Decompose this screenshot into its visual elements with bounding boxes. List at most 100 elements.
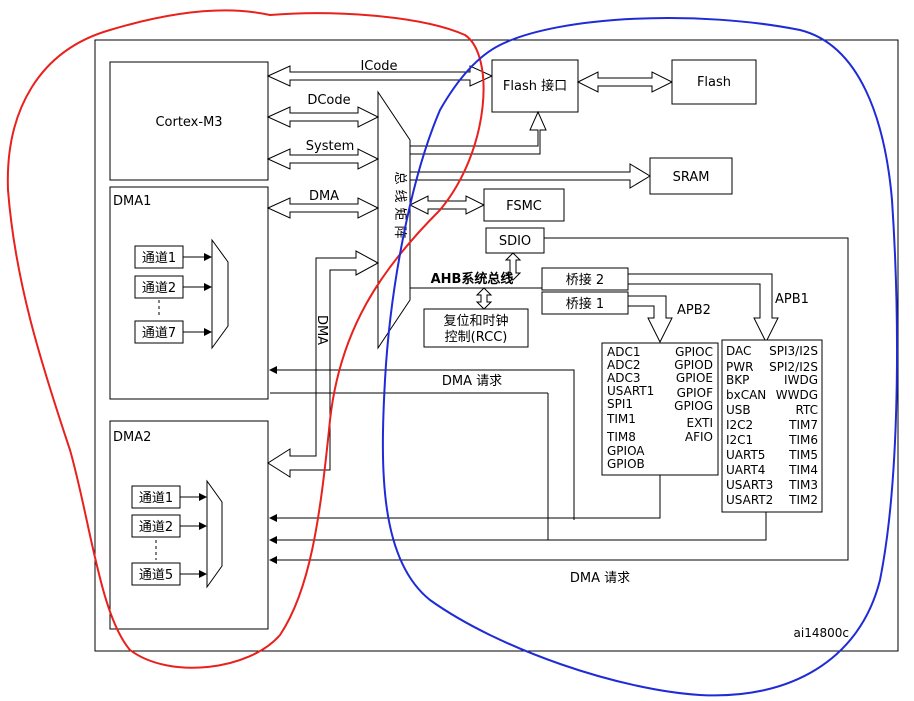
apb1-peripheral: PWR: [726, 360, 753, 374]
red-highlight-annotation: [6, 9, 485, 669]
dma1-channel-label: 通道2: [142, 281, 176, 296]
apb2-right-column: GPIOC GPIOD GPIOE GPIOF GPIOG EXTI AFIO: [674, 345, 713, 444]
dma2-vertical-label: DMA: [314, 315, 329, 345]
apb2-peripheral: GPIOG: [674, 399, 713, 413]
dma2-channel-label: 通道2: [139, 520, 173, 535]
apb1-peripheral: UART5: [726, 448, 765, 462]
sram-label: SRAM: [673, 170, 710, 185]
apb2-label: APB2: [677, 303, 711, 318]
apb1-peripheral: USART2: [726, 493, 773, 507]
flash-interface-label: Flash 接口: [503, 78, 567, 94]
dma-bus-label: DMA: [309, 189, 339, 204]
apb1-peripheral: I2C1: [726, 433, 753, 447]
apb2-peripheral: EXTI: [687, 416, 713, 430]
dcode-bus-arrow: [266, 106, 380, 128]
flash-block: [671, 59, 757, 105]
apb2-peripheral: GPIOF: [677, 386, 714, 400]
apb2-bus-arrow: [627, 295, 673, 344]
fsmc-block: [483, 188, 565, 222]
fsmc-link-arrow: [408, 195, 486, 215]
apb2-peripheral: GPIOE: [676, 371, 713, 385]
apb1-left-column: DAC PWR BKP bxCAN USB I2C2 I2C1 UART5 UA…: [726, 344, 773, 507]
apb1-peripheral: WWDG: [776, 388, 818, 402]
apb2-peripheral: GPIOB: [607, 457, 645, 471]
dma2-bus-arrow: [267, 250, 380, 478]
apb2-peripheral: GPIOA: [607, 444, 645, 458]
apb2-peripheral: TIM8: [606, 430, 636, 444]
apb1-right-column: SPI3/I2S SPI2/I2S IWDG WWDG RTC TIM7 TIM…: [769, 344, 818, 507]
sdio-label: SDIO: [499, 234, 531, 249]
bridge1-label: 桥接 1: [566, 296, 604, 312]
sdio-block: [485, 227, 545, 254]
dma2-channel-label: 通道5: [139, 568, 173, 583]
apb2-peripheral: GPIOD: [674, 358, 713, 372]
dma1-bus-arrow: [266, 197, 380, 219]
dma1-arbiter-mux: [211, 238, 229, 350]
rcc-label-line1: 复位和时钟: [443, 313, 508, 329]
svg-text:总: 总: [392, 171, 407, 184]
apb1-peripheral: BKP: [726, 373, 749, 387]
apb1-peripheral: TIM2: [788, 493, 818, 507]
dma-request-line-dma1: [269, 366, 575, 520]
apb2-peripheral: TIM1: [606, 412, 636, 426]
apb2-peripheral: ADC2: [607, 358, 640, 372]
ahb-rcc-arrow: [475, 287, 493, 310]
dma1-channel-label: 通道7: [142, 326, 176, 341]
apb1-peripheral: I2C2: [726, 418, 753, 432]
matrix-to-flash-arrow: [409, 110, 547, 155]
apb1-peripherals-block: [721, 339, 823, 513]
dma1-label: DMA1: [113, 194, 151, 209]
apb1-peripheral: USART3: [726, 478, 773, 492]
dma2-arbiter-mux: [206, 479, 223, 589]
apb1-label: APB1: [775, 292, 809, 307]
rcc-block: [423, 308, 529, 348]
apb2-peripheral: AFIO: [685, 430, 713, 444]
apb1-peripheral: UART4: [726, 463, 765, 477]
svg-text:矩: 矩: [392, 207, 407, 220]
dma1-block: [109, 186, 269, 400]
sdio-dma-request-line: [269, 237, 849, 564]
apb2-peripheral: ADC1: [607, 345, 640, 359]
apb1-peripheral: TIM3: [788, 478, 818, 492]
apb1-peripheral: SPI2/I2S: [769, 360, 818, 374]
apb1-peripheral: TIM5: [788, 448, 818, 462]
system-label: System: [306, 139, 354, 154]
dma1-channel-label: 通道1: [142, 251, 176, 266]
cortex-m3-block: [109, 61, 269, 181]
ahb-label: AHB系统总线: [431, 271, 514, 287]
dcode-label: DCode: [307, 93, 350, 108]
apb2-left-column: ADC1 ADC2 ADC3 USART1 SPI1 TIM1 TIM8 GPI…: [606, 345, 654, 471]
apb2-peripheral: GPIOC: [675, 345, 713, 359]
system-bus-arrow: [266, 148, 380, 170]
apb2-peripheral: SPI1: [607, 397, 633, 411]
apb1-peripheral: USB: [726, 403, 751, 417]
dma2-label: DMA2: [113, 430, 151, 445]
dma2-channel-label: 通道1: [139, 491, 173, 506]
flash-interface-block: [491, 59, 579, 113]
sdio-ahb-arrow: [504, 252, 522, 281]
apb1-dma-request-line: [269, 512, 767, 544]
apb1-peripheral: TIM7: [788, 418, 818, 432]
apb2-dma-request-line: [269, 475, 661, 522]
figure-id: ai14800c: [794, 626, 849, 640]
apb1-peripheral: IWDG: [784, 373, 818, 387]
apb1-bus-arrow: [627, 273, 779, 344]
dma-request-label-1: DMA 请求: [442, 374, 502, 389]
rcc-label-line2: 控制(RCC): [445, 330, 508, 345]
icode-label: ICode: [360, 59, 397, 74]
blue-highlight-annotation: [381, 17, 898, 697]
dma-request-label-2: DMA 请求: [570, 571, 630, 586]
apb2-peripherals-block: [601, 342, 719, 476]
apb1-peripheral: DAC: [726, 344, 751, 358]
apb1-peripheral: TIM6: [788, 433, 818, 447]
flash-link-arrow: [576, 71, 674, 93]
cortex-m3-label: Cortex-M3: [155, 115, 222, 130]
apb1-peripheral: SPI3/I2S: [769, 344, 818, 358]
matrix-to-sram-arrow: [409, 163, 651, 189]
svg-text:线: 线: [392, 189, 407, 202]
bridge2-label: 桥接 2: [566, 272, 604, 288]
apb1-peripheral: bxCAN: [726, 388, 766, 402]
apb2-peripheral: USART1: [607, 384, 654, 398]
sram-block: [649, 157, 733, 195]
